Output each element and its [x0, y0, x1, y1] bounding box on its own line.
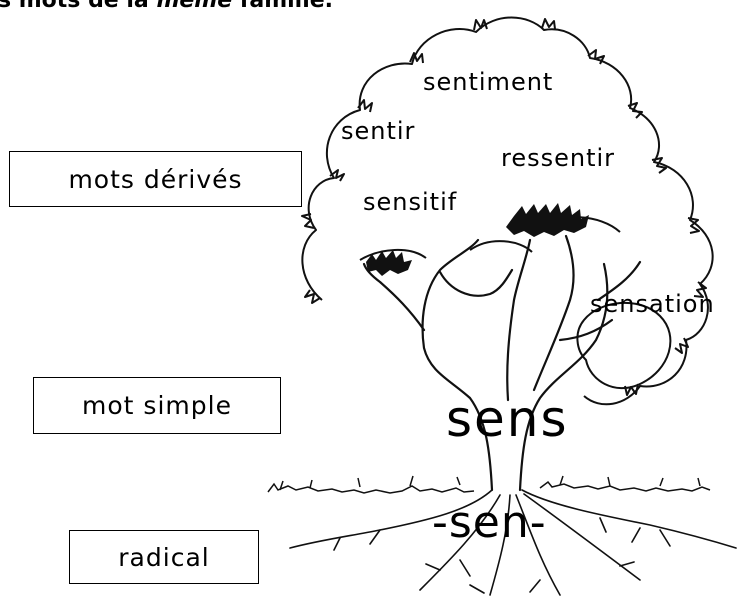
word-sensitif: sensitif — [363, 188, 458, 216]
ground-grass — [267, 475, 711, 494]
label-box-derived-words: mots dérivés — [9, 151, 302, 207]
simple-word-label: mot simple — [82, 391, 232, 420]
header-text-start: s mots de la — [0, 0, 157, 13]
tree-roots — [289, 489, 737, 596]
tree-branches — [362, 234, 642, 492]
derived-words-label: mots dérivés — [68, 164, 243, 194]
word-ressentir: ressentir — [501, 144, 616, 172]
header-text-end: famille. — [232, 0, 334, 13]
radical-label: radical — [118, 542, 210, 572]
word-sensation: sensation — [590, 290, 715, 318]
word-sens-trunk: sens — [446, 390, 569, 448]
word-sen-root: -sen- — [432, 497, 547, 548]
label-box-simple-word: mot simple — [33, 377, 281, 434]
label-box-radical: radical — [69, 530, 259, 584]
instruction-header: s mots de la même famille. — [0, 0, 333, 13]
word-sentir: sentir — [341, 117, 416, 145]
word-sentiment: sentiment — [423, 68, 554, 96]
tree-dark-leaf-clusters — [366, 203, 589, 276]
header-text-italic: même — [156, 0, 233, 13]
